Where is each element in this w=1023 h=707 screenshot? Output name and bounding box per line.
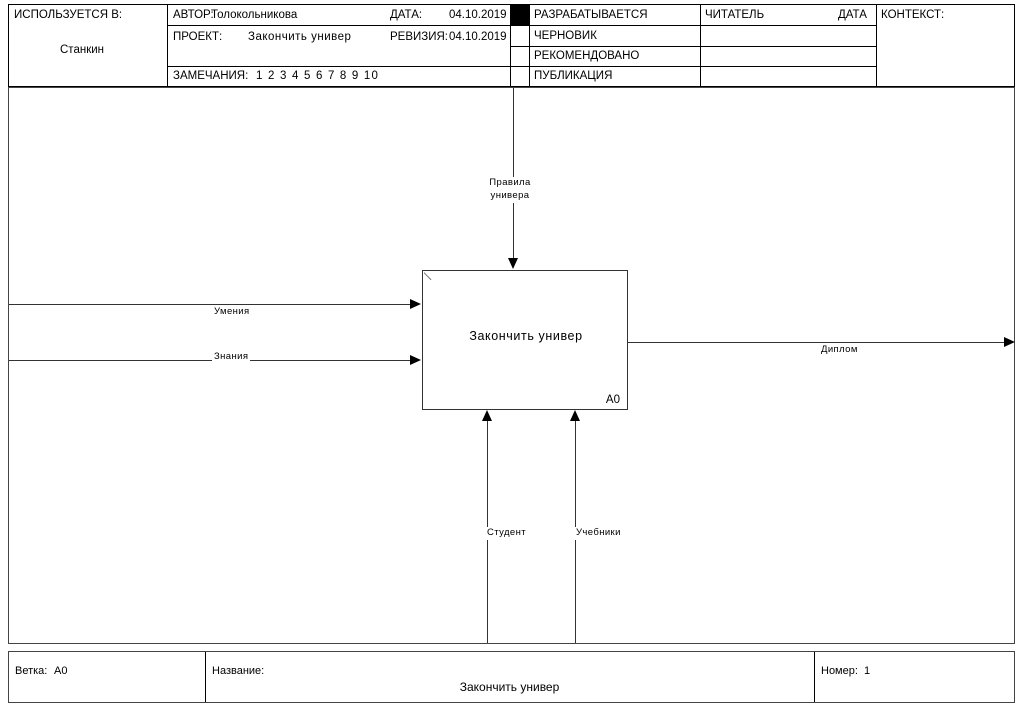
mechanism-arrow-label-uchebniki: Учебники: [574, 527, 623, 540]
input-arrow-line-umeniya: [9, 304, 411, 305]
footer-number-value: 1: [864, 665, 871, 677]
date-label: ДАТА:: [390, 9, 423, 21]
author-value: Толокольникова: [211, 9, 298, 21]
output-arrow-label-diplom: Диплом: [819, 344, 860, 357]
used-at-value: Станкин: [60, 44, 104, 56]
input-arrow-head-znaniya: [410, 355, 421, 365]
project-value: Закончить универ: [248, 31, 352, 43]
input-arrow-head-umeniya: [410, 299, 421, 309]
activity-number: A0: [605, 394, 620, 406]
mechanism-arrow-head-student: [482, 410, 492, 421]
notes-numbers: 1 2 3 4 5 6 7 8 9 10: [256, 70, 380, 82]
reader-date-label: ДАТА: [838, 9, 867, 21]
diagram-canvas: [8, 87, 1015, 644]
activity-name: Закончить универ: [469, 329, 583, 343]
activity-corner-notch-icon: [424, 272, 433, 281]
output-arrow-line-diplom: [628, 342, 1006, 343]
header-divider-context: [876, 4, 877, 87]
control-arrow-line-pravila: [513, 88, 514, 258]
date-value: 04.10.2019: [449, 9, 507, 21]
input-arrow-label-umeniya: Умения: [212, 306, 252, 319]
author-label: АВТОР:: [173, 9, 214, 21]
status-checked-marker: [511, 5, 529, 25]
reader-label: ЧИТАТЕЛЬ: [705, 9, 765, 21]
control-arrow-head-pravila: [508, 258, 518, 269]
author-row-divider-2: [167, 66, 510, 67]
mechanism-arrow-head-uchebniki: [570, 410, 580, 421]
status-label-1[interactable]: ЧЕРНОВИК: [534, 30, 597, 42]
control-arrow-label-pravila-line1: Правила: [458, 177, 562, 190]
footer-divider-1: [205, 652, 206, 702]
used-at-label: ИСПОЛЬЗУЕТСЯ В:: [14, 9, 123, 21]
header-left-border: [8, 4, 9, 87]
header-divider-status-check: [529, 4, 530, 87]
header-top-border: [8, 4, 1015, 5]
diagram-footer: Ветка: A0 Название: Закончить универ Ном…: [8, 651, 1015, 703]
mechanism-arrow-label-student: Студент: [485, 527, 528, 540]
input-arrow-line-znaniya: [9, 360, 411, 361]
header-divider-status: [510, 4, 511, 87]
activity-box-a0[interactable]: Закончить универ A0: [422, 270, 628, 410]
project-label: ПРОЕКТ:: [173, 31, 223, 43]
header-divider-reader: [700, 4, 701, 87]
header-right-border: [1014, 4, 1015, 87]
footer-title-label: Название:: [212, 665, 265, 677]
status-row-divider-3: [510, 66, 876, 67]
header-divider-used-at: [167, 4, 168, 87]
footer-title-value: Закончить универ: [459, 680, 560, 694]
status-label-0[interactable]: РАЗРАБАТЫВАЕТСЯ: [534, 9, 648, 21]
header-bottom-border: [8, 86, 1015, 87]
revision-value: 04.10.2019: [449, 31, 507, 43]
input-arrow-label-znaniya: Знания: [212, 351, 251, 364]
footer-number-label: Номер:: [821, 665, 858, 677]
footer-divider-2: [814, 652, 815, 702]
output-arrow-head-diplom: [1004, 337, 1015, 347]
status-row-divider-2: [510, 46, 876, 47]
revision-label: РЕВИЗИЯ:: [390, 31, 448, 43]
author-row-divider-1: [167, 25, 510, 26]
context-label: КОНТЕКСТ:: [881, 9, 945, 21]
title-block-header: ИСПОЛЬЗУЕТСЯ В: Станкин АВТОР: Толокольн…: [8, 4, 1015, 87]
control-arrow-label-pravila-line2: универа: [458, 190, 562, 203]
status-label-3[interactable]: ПУБЛИКАЦИЯ: [534, 70, 613, 82]
footer-node-value: A0: [54, 665, 68, 677]
status-label-2[interactable]: РЕКОМЕНДОВАНО: [534, 50, 640, 62]
status-row-divider-1: [510, 25, 876, 26]
notes-label: ЗАМЕЧАНИЯ:: [173, 70, 249, 82]
footer-node-label: Ветка:: [15, 665, 48, 677]
